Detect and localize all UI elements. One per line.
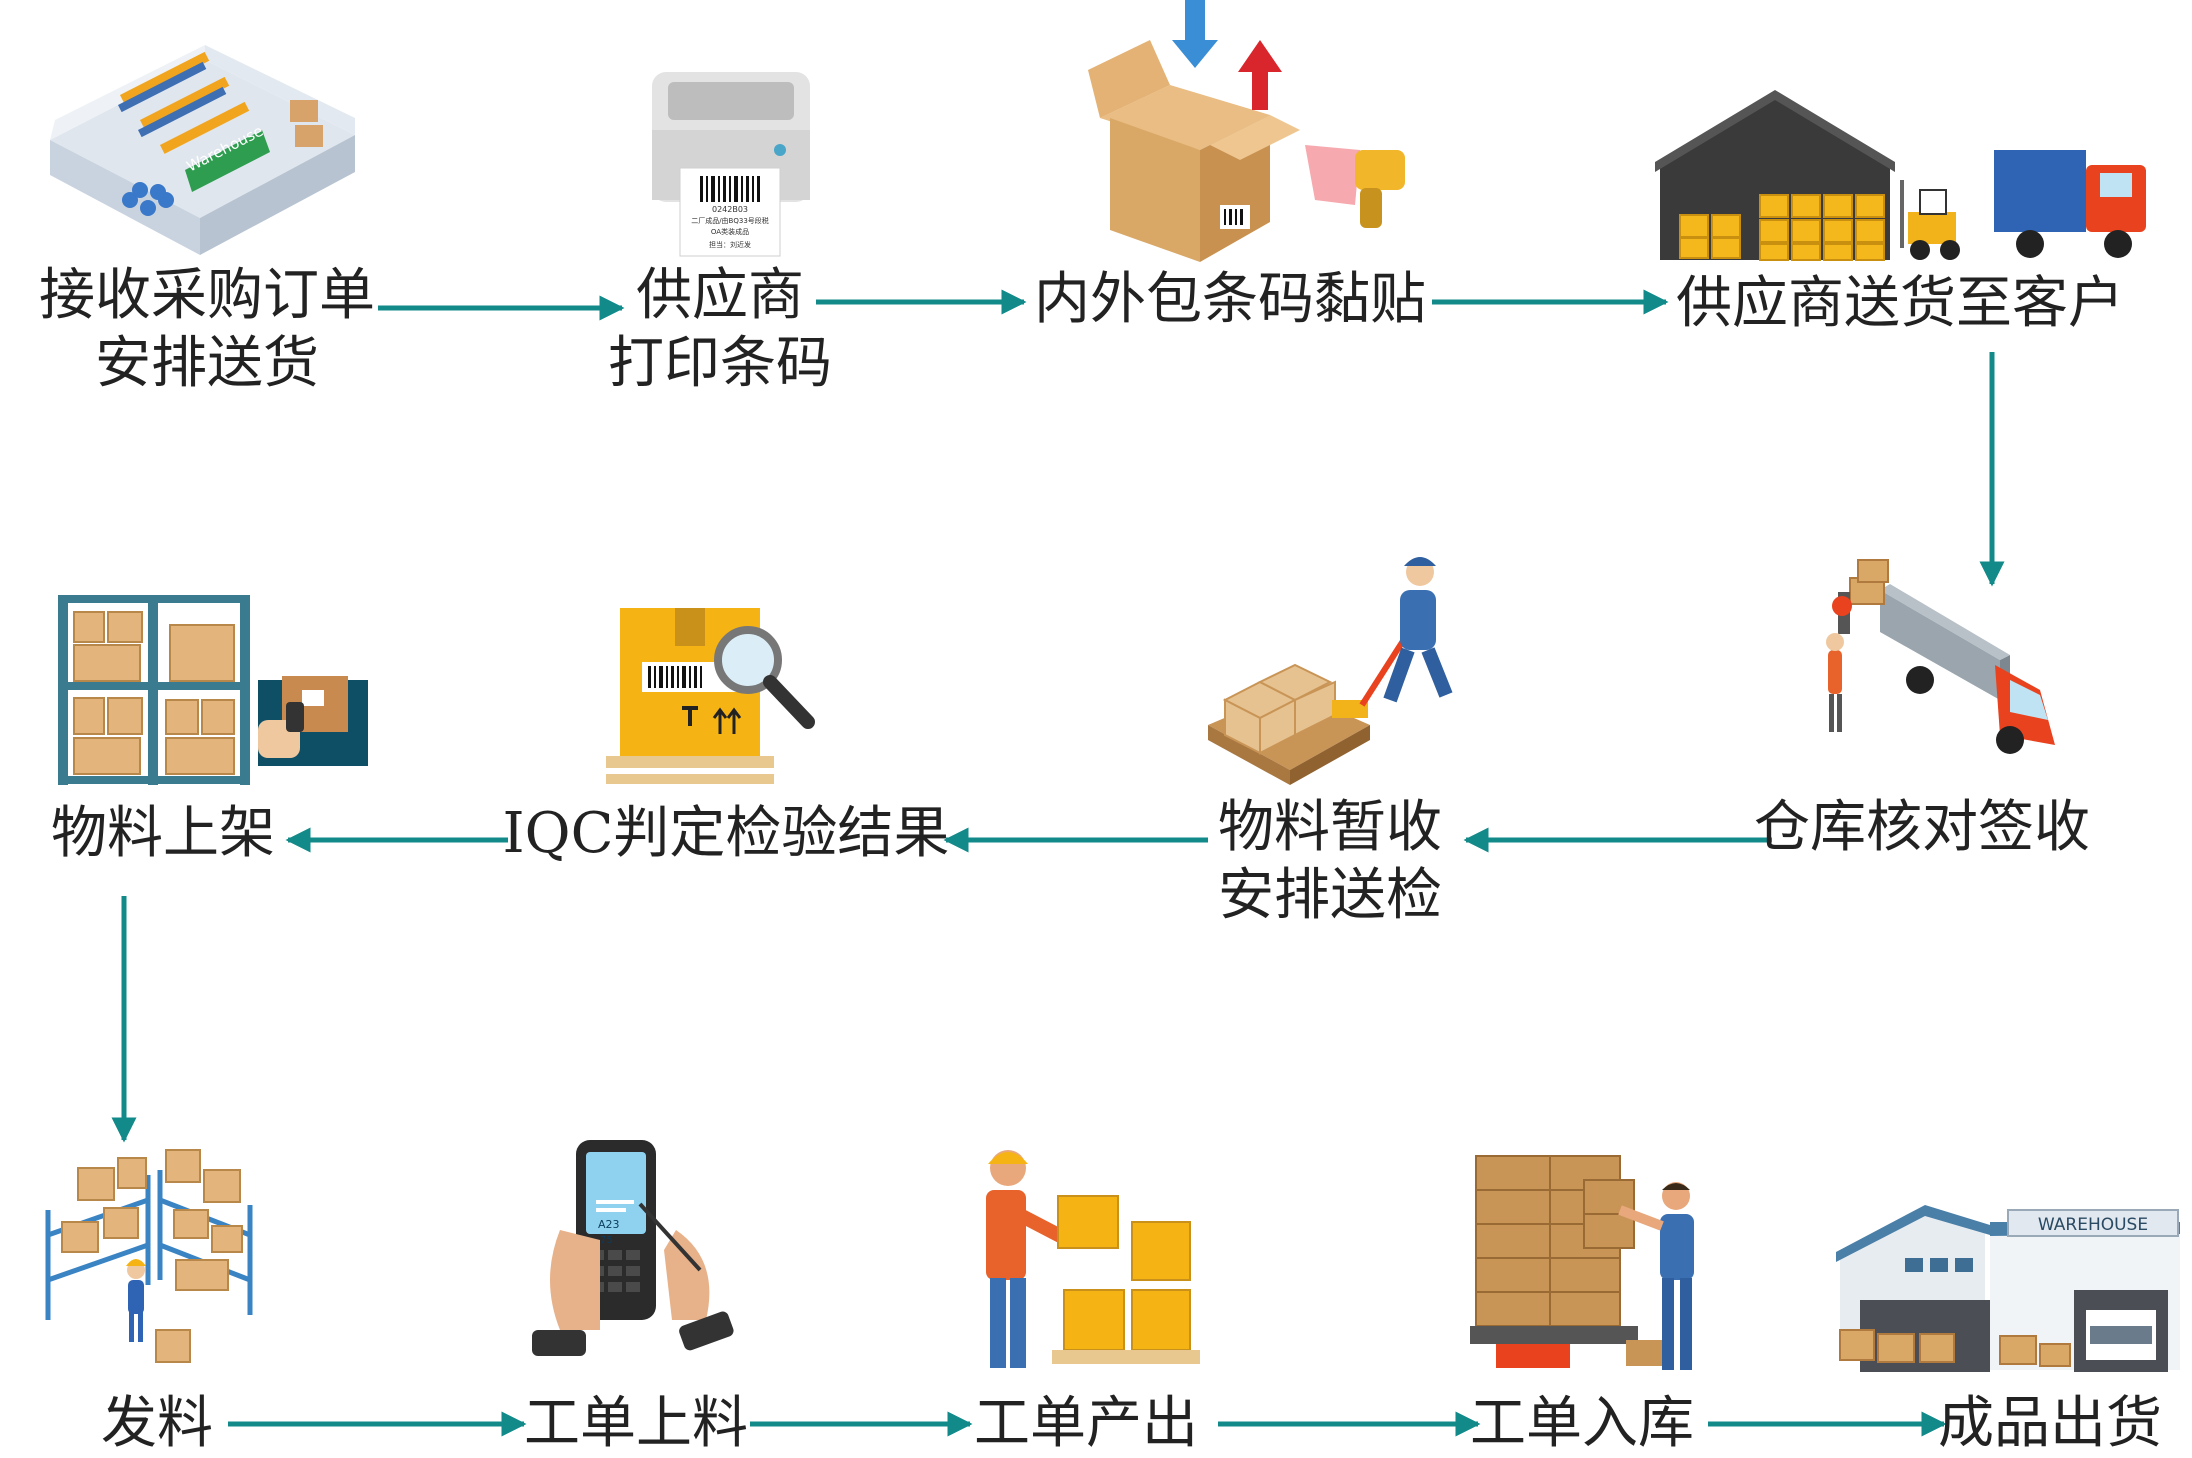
warehouse-building-icon: WAREHOUSE	[1836, 1205, 2180, 1372]
step-line: 工单产出	[974, 1391, 1198, 1456]
warehouse-icon: Warehouse	[50, 45, 355, 255]
step-line: 内外包条码黏贴	[1034, 267, 1426, 332]
step-line: 安排送货	[95, 331, 319, 396]
step-line: 仓库核对签收	[1754, 795, 2090, 860]
step-line: 供应商送货至客户	[1676, 271, 2124, 336]
scanner-screen-text: A23	[598, 1218, 620, 1231]
step-label-issue: 发料	[101, 1390, 213, 1458]
step-line: 安排送检	[1218, 863, 1442, 928]
step-label-temp-receive: 物料暂收 安排送检	[1218, 794, 1442, 930]
label-text-4: 担当：刘近发	[709, 240, 751, 249]
step-line: 供应商	[636, 263, 804, 328]
scanner-screen-text-2: 75	[600, 1235, 613, 1246]
shed-truck-icon	[1655, 90, 2146, 261]
worker-boxes-icon	[986, 1150, 1200, 1368]
shelving-icon	[58, 595, 368, 785]
pallet-jack-icon	[1208, 557, 1453, 785]
rack-worker-icon	[45, 1149, 253, 1363]
step-line: 打印条码	[608, 331, 832, 396]
truck-loading-icon	[1826, 559, 2055, 754]
label-text-2: 二厂成品/由BQ33号段税	[691, 216, 769, 225]
box-scanner-icon	[1088, 0, 1405, 262]
handheld-scanner-icon: A23 75	[532, 1140, 734, 1356]
label-text-3: OA类装成品	[711, 227, 749, 236]
step-label-iqc: IQC判定检验结果	[503, 800, 950, 868]
step-line: 物料上架	[51, 801, 275, 866]
step-line: 成品出货	[1938, 1391, 2162, 1456]
step-label-wo-store: 工单入库	[1470, 1390, 1694, 1458]
step-line: 工单入库	[1470, 1391, 1694, 1456]
step-label-check-sign: 仓库核对签收	[1754, 794, 2090, 862]
step-label-wo-output: 工单产出	[974, 1390, 1198, 1458]
label-text-1: 0242B03	[712, 205, 748, 214]
step-label-receive-order: 接收采购订单 安排送货	[39, 262, 375, 398]
step-label-shelve: 物料上架	[51, 800, 275, 868]
flow-arrows	[111, 289, 2005, 1437]
step-line: 工单上料	[524, 1391, 748, 1456]
step-label-ship: 成品出货	[1938, 1390, 2162, 1458]
printer-icon: 0242B03 二厂成品/由BQ33号段税 OA类装成品 担当：刘近发	[652, 72, 810, 257]
step-line: 物料暂收	[1218, 795, 1442, 860]
step-label-wo-load: 工单上料	[524, 1390, 748, 1458]
step-line: 接收采购订单	[39, 263, 375, 328]
step-label-stick-barcode: 内外包条码黏贴	[1034, 266, 1426, 334]
step-label-print-barcode: 供应商 打印条码	[608, 262, 832, 398]
step-line: 发料	[101, 1391, 213, 1456]
stacked-boxes-icon	[1470, 1155, 1694, 1370]
inspect-box-icon	[606, 608, 815, 784]
step-line: IQC判定检验结果	[502, 801, 950, 866]
warehouse-building-sign-text: WAREHOUSE	[2038, 1215, 2148, 1235]
step-label-deliver: 供应商送货至客户	[1676, 270, 2124, 338]
